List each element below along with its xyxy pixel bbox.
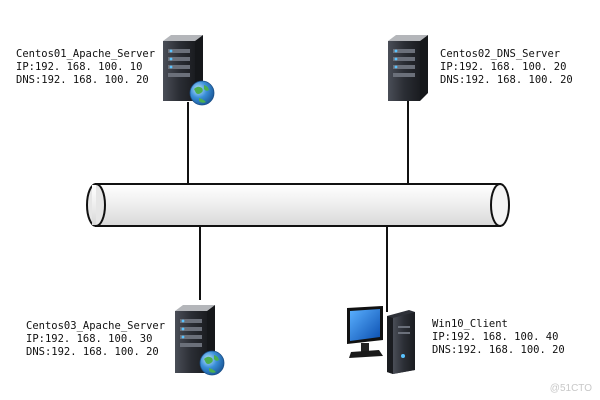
centos02-server-icon — [388, 35, 428, 101]
win10-ip: IP:192. 168. 100. 40 — [432, 331, 559, 343]
centos02-dns: DNS:192. 168. 100. 20 — [440, 74, 573, 86]
centos01-name: Centos01_Apache_Server — [16, 48, 156, 60]
win10-label: Win10_Client IP:192. 168. 100. 40 DNS:19… — [432, 318, 565, 357]
centos01-dns: DNS:192. 168. 100. 20 — [16, 74, 149, 86]
centos01-label: Centos01_Apache_Server IP:192. 168. 100.… — [16, 48, 155, 87]
centos02-name: Centos02_DNS_Server — [440, 48, 561, 60]
centos01-server-globe-icon — [163, 35, 215, 106]
centos03-ip: IP:192. 168. 100. 30 — [26, 333, 153, 345]
centos01-ip: IP:192. 168. 100. 10 — [16, 61, 143, 73]
centos03-label: Centos03_Apache_Server IP:192. 168. 100.… — [26, 320, 165, 359]
win10-name: Win10_Client — [432, 318, 508, 330]
centos03-server-globe-icon — [175, 305, 225, 376]
win10-dns: DNS:192. 168. 100. 20 — [432, 344, 565, 356]
centos02-ip: IP:192. 168. 100. 20 — [440, 61, 567, 73]
centos03-dns: DNS:192. 168. 100. 20 — [26, 346, 159, 358]
centos02-label: Centos02_DNS_Server IP:192. 168. 100. 20… — [440, 48, 573, 87]
win10-desktop-computer-icon — [347, 306, 415, 374]
centos03-name: Centos03_Apache_Server — [26, 320, 166, 332]
watermark: @51CTO — [549, 383, 592, 394]
network-bus — [86, 183, 510, 227]
